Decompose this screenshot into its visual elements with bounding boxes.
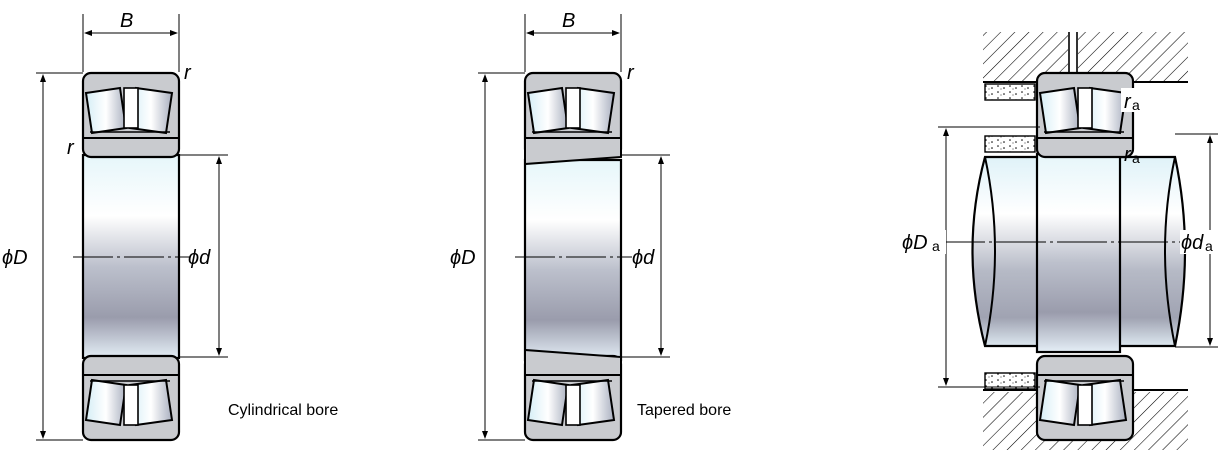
mounted-bearing-assembly <box>935 30 1218 450</box>
svg-text:a: a <box>1205 238 1213 254</box>
caption-cylindrical-bore: Cylindrical bore <box>228 402 338 419</box>
label-phid-bore-left: ϕd <box>188 247 211 269</box>
cylindrical-bore-bearing <box>36 14 228 442</box>
seal-top-outer <box>984 83 1036 101</box>
outer-diameter-dimension <box>36 72 83 441</box>
svg-text:a: a <box>1132 97 1140 113</box>
seal-top-inner <box>984 135 1036 153</box>
tapered-ring-top <box>524 137 622 166</box>
oil-hole <box>1068 30 1078 80</box>
tapered-bore-bearing <box>478 14 670 442</box>
svg-text:ϕD: ϕD <box>902 232 928 254</box>
label-phi-da-housing: ϕD a <box>902 230 946 254</box>
svg-text:ϕd: ϕd <box>1181 232 1204 254</box>
label-r-left-top: r <box>184 62 192 84</box>
label-ra-top: r a <box>1121 88 1151 113</box>
upper-bearing <box>1035 71 1135 159</box>
svg-text:r: r <box>1124 144 1132 166</box>
lower-bearing <box>1035 354 1135 442</box>
label-b-left: B <box>120 10 133 32</box>
upper-roller-section <box>81 71 181 159</box>
label-ra-side: r a <box>1124 144 1140 166</box>
label-phid-bore-middle: ϕd <box>632 247 655 269</box>
bore-diameter-dimension <box>621 154 670 358</box>
svg-text:r: r <box>1124 91 1132 113</box>
label-phid-outer-left: ϕD <box>2 247 28 269</box>
seal-bottom-outer <box>984 372 1036 390</box>
svg-text:a: a <box>932 238 940 254</box>
label-phi-da-shaft: ϕd a <box>1180 230 1218 254</box>
label-phid-outer-middle: ϕD <box>450 247 476 269</box>
bore-diameter-dimension <box>179 154 228 358</box>
caption-tapered-bore: Tapered bore <box>637 402 731 419</box>
housing-shoulder-diameter-dimension <box>938 126 1040 388</box>
bore-surface <box>523 158 623 362</box>
label-r-middle-top: r <box>627 62 635 84</box>
shaft-shoulder <box>1035 152 1122 354</box>
lower-roller-section <box>81 354 181 442</box>
width-dimension-b <box>82 14 180 72</box>
outer-diameter-dimension <box>478 72 525 441</box>
label-b-middle: B <box>562 10 575 32</box>
width-dimension-b <box>524 14 622 72</box>
svg-text:a: a <box>1132 150 1140 166</box>
label-r-left-side: r <box>67 137 75 159</box>
